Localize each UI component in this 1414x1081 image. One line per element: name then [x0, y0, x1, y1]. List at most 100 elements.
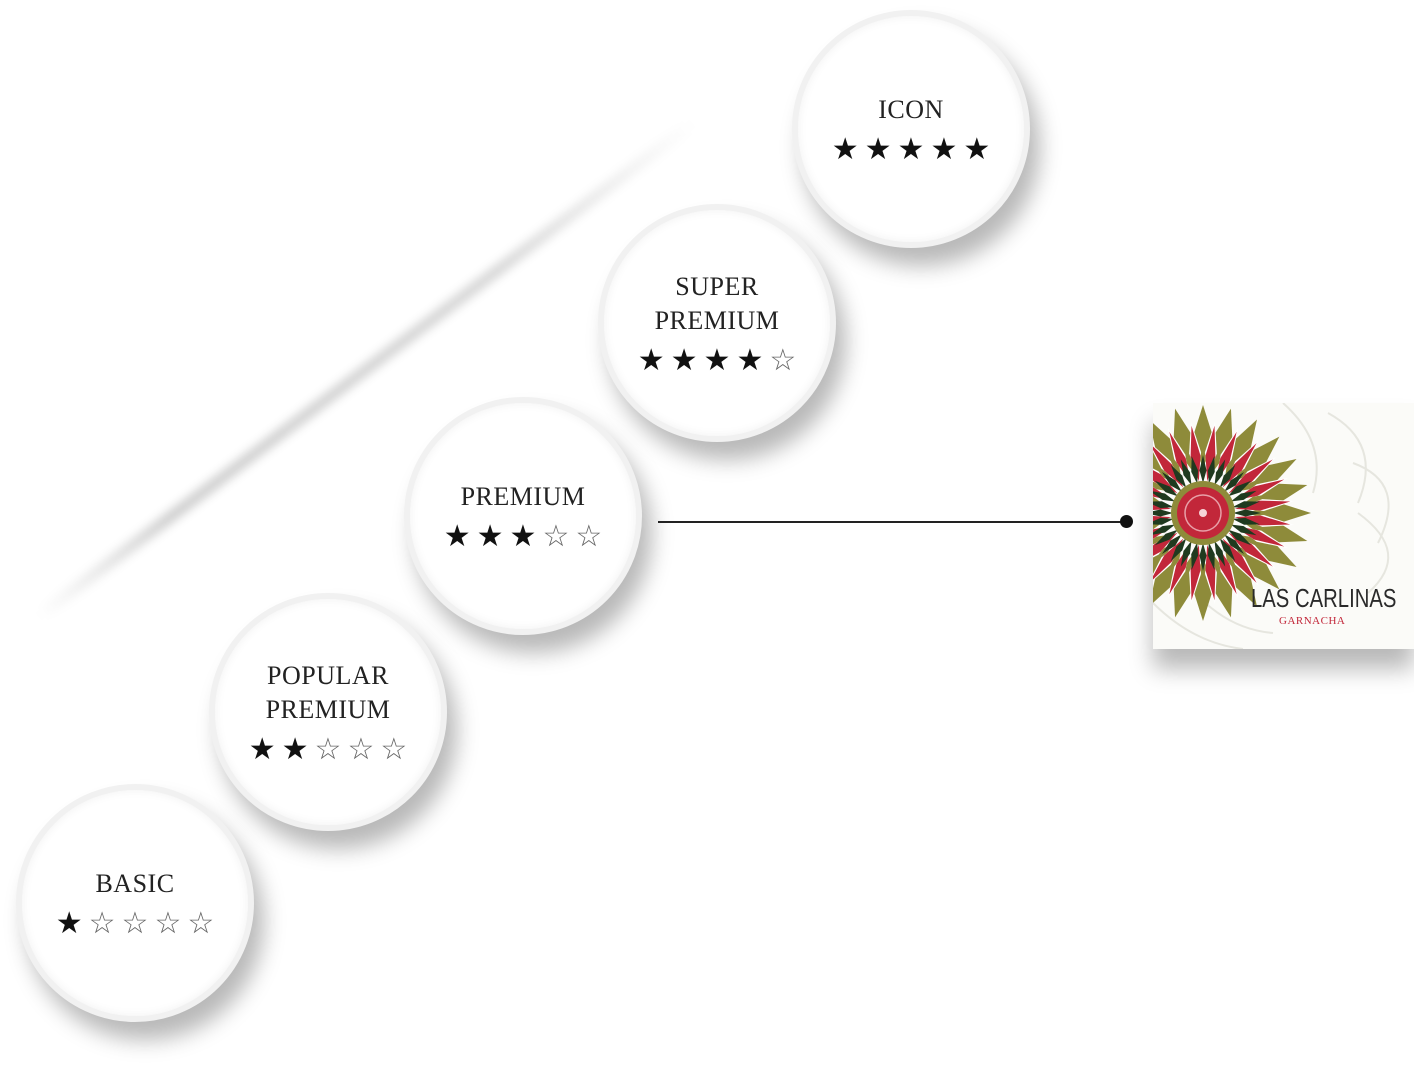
green-petal [1153, 517, 1174, 525]
red-petal [1205, 425, 1216, 482]
green-petal [1199, 455, 1207, 483]
outer-petal [1173, 408, 1195, 470]
star-filled-icon: ★ [248, 732, 276, 767]
green-petal [1227, 529, 1252, 546]
red-petal [1190, 425, 1201, 482]
outer-petal [1234, 436, 1280, 482]
tier-circle-super-premium: SUPER PREMIUM ★★★★☆ [598, 204, 836, 442]
tier-label: PREMIUM [460, 482, 586, 511]
star-filled-icon: ★ [831, 132, 859, 167]
green-petal [1154, 529, 1179, 546]
red-petal [1153, 459, 1178, 494]
green-petal [1170, 464, 1187, 489]
green-petal [1154, 480, 1179, 497]
outer-petal [1241, 459, 1297, 491]
green-petal [1207, 542, 1215, 570]
star-filled-icon: ★ [703, 343, 731, 378]
outer-petal [1246, 521, 1308, 543]
tier-label: BASIC [95, 869, 175, 898]
star-rating: ★☆☆☆☆ [56, 909, 215, 939]
red-petal [1190, 544, 1201, 601]
tier-circle-premium: PREMIUM ★★★☆☆ [404, 397, 642, 635]
outer-petal [1225, 551, 1257, 607]
green-petal [1180, 459, 1192, 486]
green-petal [1214, 540, 1226, 567]
star-filled-icon: ★ [443, 519, 471, 554]
star-empty-icon: ☆ [121, 906, 149, 941]
mandala-inner-ring [1184, 494, 1222, 532]
green-petal [1153, 501, 1174, 509]
tier-label: ICON [878, 95, 944, 124]
mandala-flower-icon [1153, 403, 1390, 649]
green-petal [1224, 534, 1245, 555]
green-petal [1227, 480, 1252, 497]
green-petal [1199, 543, 1207, 571]
star-filled-icon: ★ [897, 132, 925, 167]
star-filled-icon: ★ [55, 906, 83, 941]
green-petal [1233, 509, 1261, 517]
star-empty-icon: ☆ [154, 906, 182, 941]
green-petal [1153, 509, 1173, 517]
red-petal [1153, 443, 1184, 488]
star-rating: ★★★☆☆ [444, 522, 603, 552]
green-petal [1191, 542, 1199, 570]
brand-variety: GARNACHA [1279, 615, 1346, 627]
brand-name: LAS CARLINAS [1251, 583, 1397, 613]
red-petal [1222, 443, 1257, 488]
star-empty-icon: ☆ [380, 732, 408, 767]
outer-petal [1241, 535, 1297, 567]
star-filled-icon: ★ [476, 519, 504, 554]
tier-label: SUPER PREMIUM [654, 272, 780, 335]
green-petal [1161, 471, 1182, 492]
red-petal [1153, 515, 1172, 526]
star-empty-icon: ☆ [187, 906, 215, 941]
star-filled-icon: ★ [670, 343, 698, 378]
star-filled-icon: ★ [637, 343, 665, 378]
green-petal [1191, 456, 1199, 484]
star-empty-icon: ☆ [769, 343, 797, 378]
outer-petal [1211, 408, 1233, 470]
red-petal [1228, 459, 1273, 494]
green-petal [1224, 471, 1245, 492]
green-petal [1232, 517, 1260, 525]
star-filled-icon: ★ [509, 519, 537, 554]
tier-circle-basic: BASIC ★☆☆☆☆ [16, 784, 254, 1022]
red-petal [1234, 500, 1291, 511]
star-filled-icon: ★ [864, 132, 892, 167]
red-petal [1153, 538, 1184, 583]
outer-petal [1153, 419, 1181, 475]
red-petal [1153, 532, 1178, 567]
green-petal [1153, 490, 1176, 502]
green-petal [1230, 524, 1257, 536]
mandala-center [1199, 509, 1207, 517]
red-petal [1228, 532, 1273, 567]
star-filled-icon: ★ [930, 132, 958, 167]
star-empty-icon: ☆ [347, 732, 375, 767]
outer-petal [1153, 544, 1172, 590]
star-filled-icon: ★ [281, 732, 309, 767]
star-filled-icon: ★ [736, 343, 764, 378]
outer-petal [1246, 483, 1308, 505]
green-petal [1230, 490, 1257, 502]
star-empty-icon: ☆ [88, 906, 116, 941]
tier-label: POPULAR PREMIUM [265, 661, 391, 724]
green-petal [1170, 537, 1187, 562]
outer-petal [1211, 556, 1233, 618]
outer-petal [1173, 556, 1195, 618]
star-filled-icon: ★ [963, 132, 991, 167]
green-petal [1232, 501, 1260, 509]
star-empty-icon: ☆ [314, 732, 342, 767]
star-rating: ★★★★☆ [638, 346, 797, 376]
star-empty-icon: ☆ [542, 519, 570, 554]
outer-petal [1153, 551, 1181, 607]
star-rating: ★★★★★ [832, 135, 991, 165]
green-petal [1219, 464, 1236, 489]
green-petal [1219, 537, 1236, 562]
tier-circle-icon: ICON ★★★★★ [792, 10, 1030, 248]
star-rating: ★★☆☆☆ [249, 735, 408, 765]
connector-line [658, 521, 1124, 523]
red-petal [1222, 538, 1257, 583]
green-petal [1180, 540, 1192, 567]
connector-dot [1120, 515, 1133, 528]
